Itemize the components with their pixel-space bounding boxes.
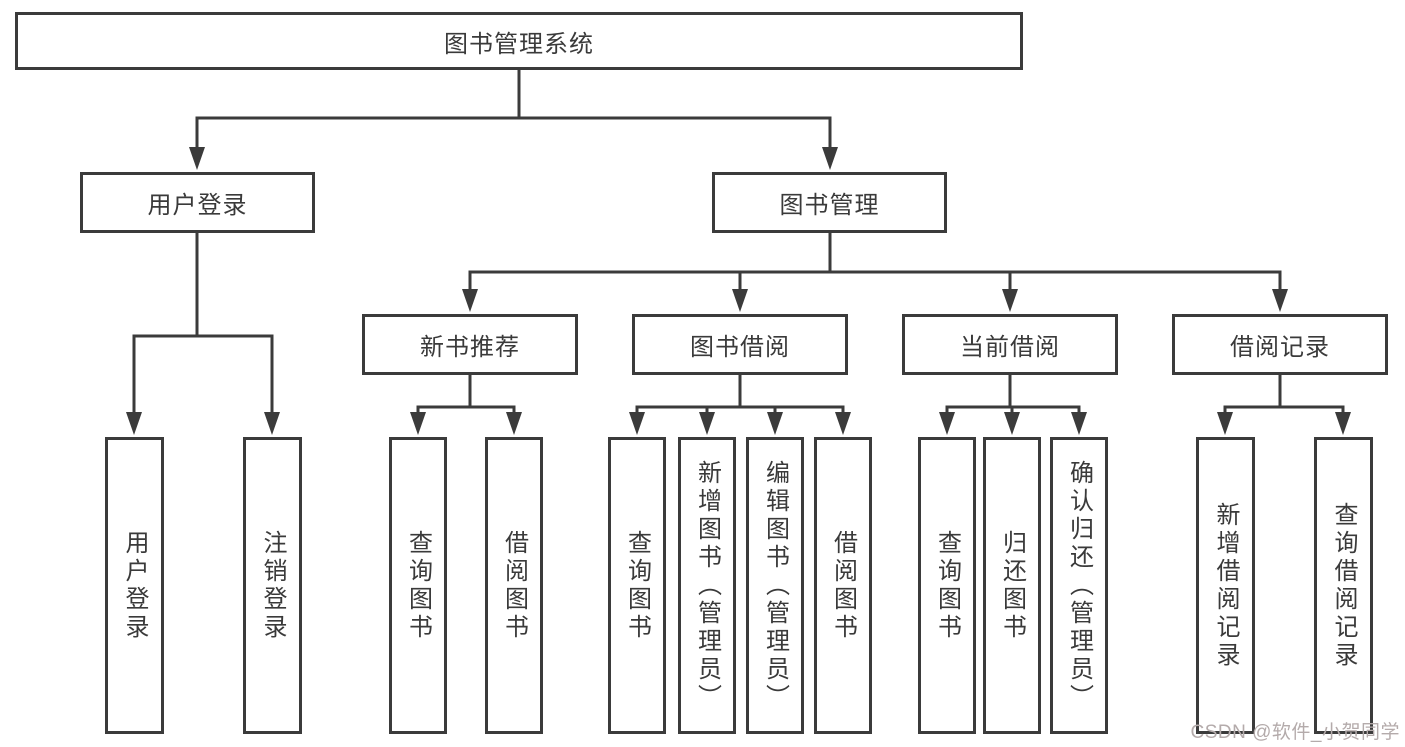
arrowhead bbox=[939, 412, 955, 435]
connector-bookmgmt-to-level3 bbox=[468, 231, 1282, 294]
arrowhead bbox=[410, 412, 426, 435]
node-new-book-recommend: 新书推荐 bbox=[362, 314, 578, 375]
arrowhead bbox=[767, 412, 783, 435]
leaf-current-return-books: 归还图书 bbox=[983, 437, 1041, 734]
arrowhead bbox=[1272, 289, 1288, 312]
arrowhead bbox=[264, 412, 280, 435]
connector-borrowrecords-to-leaves bbox=[1223, 373, 1345, 416]
node-user-login: 用户登录 bbox=[80, 172, 315, 233]
leaf-records-query-borrow-record: 查询借阅记录 bbox=[1314, 437, 1373, 734]
arrowhead bbox=[126, 412, 142, 435]
arrowhead bbox=[629, 412, 645, 435]
leaf-records-add-borrow-record: 新增借阅记录 bbox=[1196, 437, 1255, 734]
connector-newrec-to-leaves bbox=[416, 373, 516, 416]
watermark-text: CSDN @软件_小贺同学 bbox=[1190, 722, 1400, 743]
arrowhead bbox=[1002, 289, 1018, 312]
leaf-logout: 注销登录 bbox=[243, 437, 302, 734]
arrowhead bbox=[732, 289, 748, 312]
leaf-current-query-books: 查询图书 bbox=[918, 437, 976, 734]
arrowhead bbox=[1004, 412, 1020, 435]
leaf-borrow-add-books-admin: 新增图书（管理员） bbox=[678, 437, 736, 734]
leaf-user-login: 用户登录 bbox=[105, 437, 164, 734]
connector-currentborrow-to-leaves bbox=[945, 373, 1081, 416]
arrowhead bbox=[1071, 412, 1087, 435]
arrowhead bbox=[1335, 412, 1351, 435]
node-current-borrow: 当前借阅 bbox=[902, 314, 1118, 375]
connector-userlogin-to-leaves bbox=[132, 231, 274, 416]
node-borrow-records: 借阅记录 bbox=[1172, 314, 1388, 375]
arrowhead bbox=[506, 412, 522, 435]
arrowhead bbox=[462, 289, 478, 312]
leaf-recommend-borrow-books: 借阅图书 bbox=[485, 437, 543, 734]
arrowhead bbox=[189, 147, 205, 170]
arrowhead bbox=[699, 412, 715, 435]
connector-root-to-level2 bbox=[195, 68, 832, 152]
leaf-borrow-borrow-books: 借阅图书 bbox=[814, 437, 872, 734]
arrowheads bbox=[126, 147, 1351, 435]
leaf-borrow-edit-books-admin: 编辑图书（管理员） bbox=[746, 437, 804, 734]
node-book-borrow: 图书借阅 bbox=[632, 314, 848, 375]
arrowhead bbox=[822, 147, 838, 170]
node-book-management: 图书管理 bbox=[712, 172, 947, 233]
node-root-system: 图书管理系统 bbox=[15, 12, 1023, 70]
leaf-current-confirm-return-admin: 确认归还（管理员） bbox=[1050, 437, 1108, 734]
arrowhead bbox=[835, 412, 851, 435]
connector-bookborrow-to-leaves bbox=[635, 373, 845, 416]
arrowhead bbox=[1217, 412, 1233, 435]
leaf-borrow-query-books: 查询图书 bbox=[608, 437, 666, 734]
leaf-recommend-query-books: 查询图书 bbox=[389, 437, 447, 734]
